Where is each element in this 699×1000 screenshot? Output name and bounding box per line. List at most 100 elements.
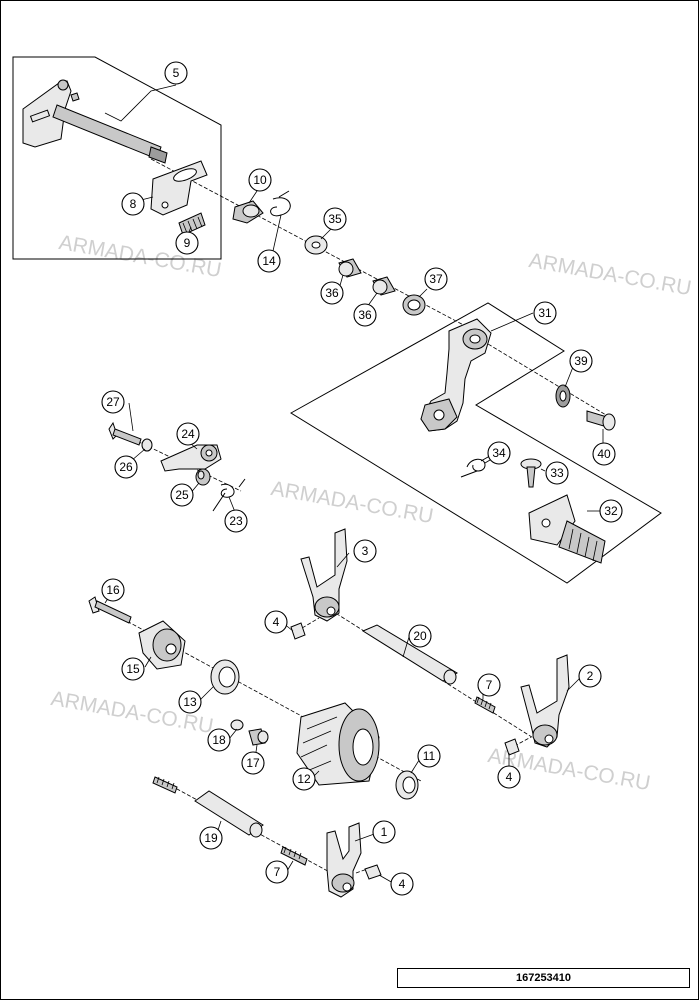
svg-text:23: 23 — [229, 514, 243, 528]
svg-text:15: 15 — [126, 662, 140, 676]
shift-drum-part-12 — [296, 702, 380, 786]
washer-part-35 — [304, 235, 328, 255]
callout-2: 2 — [578, 664, 602, 688]
svg-text:35: 35 — [328, 212, 342, 226]
callout-4b: 4 — [497, 765, 521, 789]
svg-text:4: 4 — [506, 770, 513, 784]
bearing-part-13 — [210, 659, 240, 695]
screw-part-17 — [248, 728, 269, 746]
svg-text:36: 36 — [325, 286, 339, 300]
document-number: 167253410 — [397, 968, 690, 988]
svg-text:39: 39 — [574, 354, 588, 368]
callout-15: 15 — [121, 657, 145, 681]
svg-text:16: 16 — [106, 583, 120, 597]
shift-fork-part-3 — [300, 528, 348, 622]
svg-text:37: 37 — [429, 272, 443, 286]
svg-text:7: 7 — [486, 678, 493, 692]
svg-text:8: 8 — [130, 197, 137, 211]
svg-text:26: 26 — [119, 460, 133, 474]
svg-text:25: 25 — [175, 488, 189, 502]
spring-part-7b — [280, 846, 308, 866]
pin-part-33 — [520, 458, 542, 488]
svg-text:32: 32 — [604, 504, 618, 518]
axis-roller-3 — [296, 617, 320, 632]
washer-part-18 — [230, 719, 244, 731]
svg-text:1: 1 — [381, 825, 388, 839]
svg-text:20: 20 — [413, 629, 427, 643]
spring-part-23 — [212, 478, 246, 512]
svg-text:24: 24 — [181, 427, 195, 441]
callout-19: 19 — [199, 826, 223, 850]
svg-text:36: 36 — [358, 308, 372, 322]
svg-text:40: 40 — [597, 447, 611, 461]
svg-text:19: 19 — [204, 831, 218, 845]
bushing-part-25 — [195, 468, 211, 486]
shift-rail-part-20 — [361, 624, 458, 685]
watermark: ARMADA-CO.RU — [269, 477, 435, 528]
roller-part-4c — [364, 864, 382, 880]
callout-33: 33 — [545, 461, 569, 485]
svg-text:31: 31 — [538, 306, 552, 320]
callout-25: 25 — [170, 483, 194, 507]
bolt-part-27 — [108, 421, 142, 446]
svg-text:17: 17 — [246, 756, 260, 770]
axis-roller-2 — [508, 736, 532, 750]
svg-text:9: 9 — [184, 236, 191, 250]
roller-part-4b — [504, 738, 520, 756]
shift-lever-part-31 — [420, 318, 492, 432]
svg-text:12: 12 — [297, 772, 311, 786]
svg-text:5: 5 — [173, 66, 180, 80]
callout-12: 12 — [292, 767, 316, 791]
svg-text:11: 11 — [423, 749, 436, 763]
svg-text:10: 10 — [253, 173, 267, 187]
callout-18: 18 — [207, 728, 231, 752]
svg-text:2: 2 — [587, 669, 594, 683]
callout-16: 16 — [101, 578, 125, 602]
callout-24: 24 — [176, 422, 200, 446]
svg-text:7: 7 — [274, 865, 281, 879]
callout-32: 32 — [599, 499, 623, 523]
seal-ring-part-37 — [402, 294, 426, 316]
svg-text:33: 33 — [550, 466, 564, 480]
svg-text:13: 13 — [183, 695, 197, 709]
callout-23: 23 — [224, 509, 248, 533]
callout-27: 27 — [101, 390, 125, 414]
callout-36a: 36 — [320, 281, 344, 305]
watermark: ARMADA-CO.RU — [527, 249, 693, 300]
callout-4c: 4 — [390, 872, 414, 896]
spring-clip-part-14 — [270, 190, 291, 217]
svg-text:14: 14 — [262, 254, 276, 268]
bolt-part-40 — [586, 410, 616, 431]
footrest-tip-part-32 — [528, 494, 606, 564]
svg-text:34: 34 — [492, 446, 506, 460]
axis-fork-rail-upper — [325, 606, 547, 747]
spring-part-7-upper-left — [152, 776, 178, 794]
callout-8: 8 — [121, 192, 145, 216]
shift-fork-part-1 — [326, 822, 362, 898]
svg-text:27: 27 — [106, 395, 120, 409]
axis-lever-bolt — [482, 340, 617, 422]
callout-34: 34 — [487, 441, 511, 465]
callout-40: 40 — [592, 442, 616, 466]
shift-plate-part-8 — [150, 160, 208, 216]
svg-text:4: 4 — [399, 877, 406, 891]
callout-7b: 7 — [265, 860, 289, 884]
callout-20: 20 — [408, 624, 432, 648]
callout-7a: 7 — [477, 673, 501, 697]
washer-part-39 — [555, 384, 571, 408]
group-box-shift-lever — [290, 302, 662, 584]
shift-drum-cam-part-15 — [138, 620, 186, 670]
group-box-shift-shaft — [12, 56, 222, 260]
shift-fork-part-2 — [520, 654, 570, 748]
shift-shaft-part-5 — [22, 79, 168, 164]
callout-36b: 36 — [353, 303, 377, 327]
spring-part-7a — [474, 696, 496, 714]
bearing-part-11 — [395, 770, 419, 800]
callout-39: 39 — [569, 349, 593, 373]
callout-35: 35 — [323, 207, 347, 231]
svg-text:4: 4 — [273, 615, 280, 629]
callout-9: 9 — [175, 231, 199, 255]
callout-1: 1 — [372, 820, 396, 844]
svg-text:3: 3 — [362, 544, 369, 558]
